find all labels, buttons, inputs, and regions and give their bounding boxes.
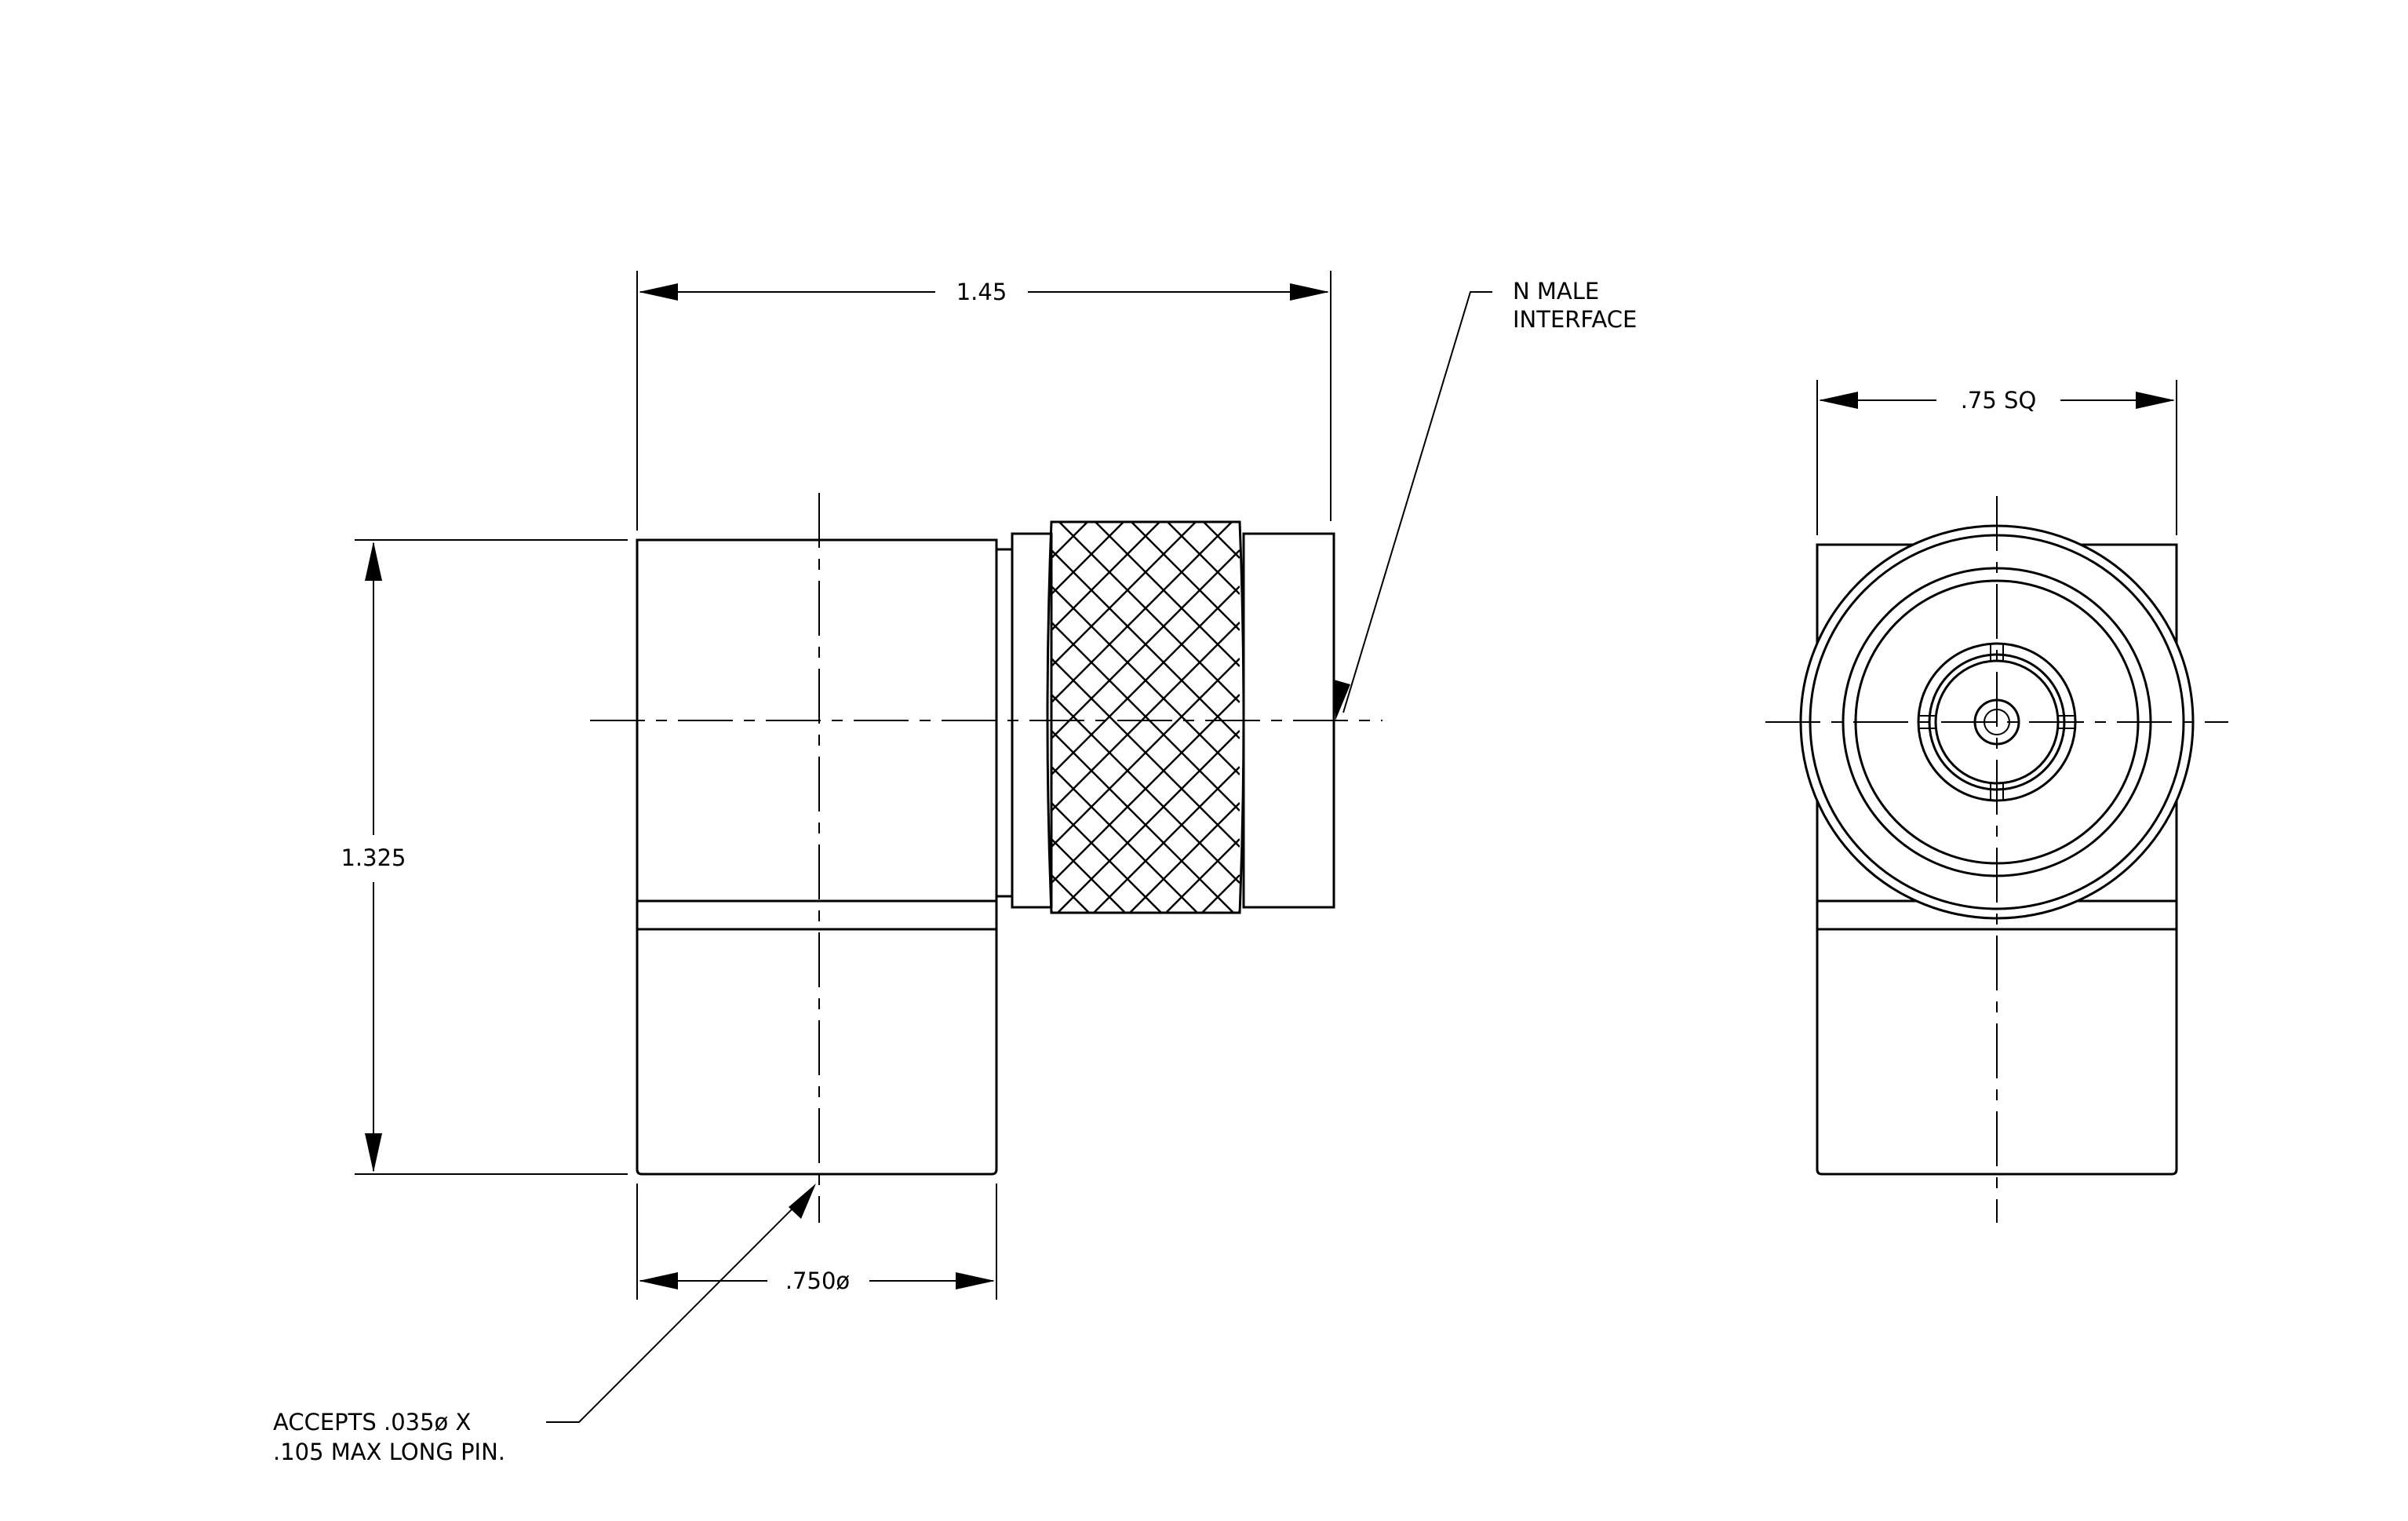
knurl-line	[1051, 838, 1127, 913]
knurl-line	[1166, 522, 1240, 595]
knurl-line	[1051, 1056, 1240, 1244]
knurl-line	[1051, 947, 1240, 1136]
dim-label-square: .75 SQ	[1961, 387, 2037, 414]
knurl-line	[1051, 910, 1055, 913]
dim-label-height: 1.325	[341, 844, 406, 871]
knurl-line	[1051, 522, 1161, 631]
knurl-line	[1202, 522, 1240, 559]
knurl-line	[1051, 522, 1233, 703]
knurl-pattern	[1051, 522, 1240, 1280]
knurl-line	[1051, 1092, 1240, 1280]
end-view	[1765, 496, 2228, 1223]
contact-slots	[1918, 644, 2075, 801]
knurl-line	[1051, 522, 1125, 595]
knurl-line	[1051, 1019, 1240, 1208]
knurl-line	[1051, 694, 1240, 884]
knurl-line	[1164, 838, 1240, 913]
knurl-line	[1056, 730, 1240, 913]
knurl-line	[1051, 522, 1197, 667]
knurl-line	[1200, 874, 1240, 913]
callout-pin: ACCEPTS .035ø X .105 MAX LONG PIN.	[273, 1184, 816, 1465]
knurl-line	[1051, 622, 1240, 812]
callout-interface: N MALE INTERFACE	[1334, 278, 1637, 720]
callout-interface-line1: N MALE	[1513, 278, 1599, 305]
dimension-overall-length: 1.45	[636, 271, 1332, 531]
knurl-line	[1092, 766, 1240, 913]
knurl-line	[1051, 585, 1240, 775]
knurl-line	[1237, 910, 1240, 913]
knurl-line	[1238, 522, 1240, 523]
end-lower-block	[1816, 928, 2178, 1176]
knurl-line	[1051, 983, 1240, 1172]
knurl-line	[1051, 1056, 1240, 1244]
dimension-end-square: .75 SQ	[1816, 380, 2177, 535]
knurl-line	[1051, 947, 1240, 1136]
dimension-overall-height: 1.325	[341, 539, 628, 1175]
callout-interface-line2: INTERFACE	[1513, 306, 1637, 333]
knurl-line	[1051, 1019, 1240, 1208]
dimension-body-diameter: .750ø	[636, 1184, 997, 1300]
knurl-line	[1051, 549, 1240, 739]
callout-pin-line1: ACCEPTS .035ø X	[273, 1409, 471, 1435]
knurl-line	[1128, 802, 1240, 913]
dim-label-length: 1.45	[956, 279, 1007, 305]
body-lower-block	[636, 928, 998, 1176]
knurl-line	[1051, 658, 1240, 848]
dim-label-diameter: .750ø	[785, 1268, 850, 1294]
knurl-line	[1051, 1092, 1240, 1280]
knurl-line	[1051, 874, 1091, 913]
knurl-line	[1051, 983, 1240, 1172]
knurl-line	[1051, 522, 1089, 559]
side-view	[590, 493, 1383, 1280]
knurl-line	[1051, 522, 1053, 523]
callout-pin-line2: .105 MAX LONG PIN.	[273, 1439, 505, 1465]
